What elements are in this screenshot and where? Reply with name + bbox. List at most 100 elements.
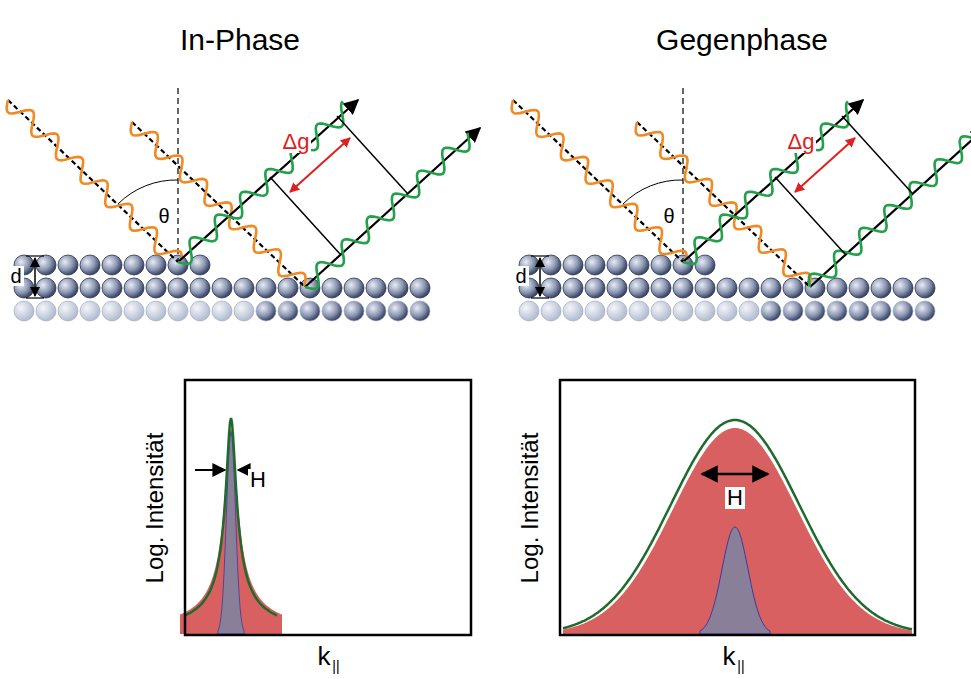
atom (344, 278, 364, 298)
atom (827, 301, 847, 321)
atom (14, 301, 34, 321)
atom (607, 301, 627, 321)
atom (124, 301, 144, 321)
atom (366, 301, 386, 321)
wave (636, 122, 811, 286)
wavefront-line (775, 177, 845, 254)
surface-normal (682, 88, 683, 262)
atom (915, 301, 935, 321)
axis-subscript: || (332, 659, 339, 673)
path-difference-label: Δg (281, 131, 312, 153)
atom (739, 301, 759, 321)
atom (256, 278, 276, 298)
atom (410, 278, 430, 298)
width-arrow (702, 473, 768, 476)
angle-arc (623, 180, 683, 204)
peak-outline (563, 420, 912, 629)
atom (827, 278, 847, 298)
atom (278, 278, 298, 298)
wave (178, 101, 343, 264)
atom (585, 255, 605, 275)
wave (683, 101, 848, 264)
atom (80, 301, 100, 321)
atom (168, 278, 188, 298)
atom (102, 301, 122, 321)
atom (278, 301, 298, 321)
atom (673, 278, 693, 298)
atom (607, 278, 627, 298)
atom (695, 255, 715, 275)
atom (563, 255, 583, 275)
atom (234, 301, 254, 321)
spacing-tick (26, 297, 44, 298)
atom (783, 301, 803, 321)
atom (102, 255, 122, 275)
atom (146, 255, 166, 275)
atom (388, 278, 408, 298)
atom (322, 301, 342, 321)
atom (629, 301, 649, 321)
atom (234, 278, 254, 298)
atom (190, 255, 210, 275)
atom (563, 301, 583, 321)
atom (102, 278, 122, 298)
atom (607, 255, 627, 275)
atom (783, 278, 803, 298)
atom (58, 301, 78, 321)
atom (146, 278, 166, 298)
atom (410, 301, 430, 321)
atom (871, 301, 891, 321)
spacing-label: d (8, 266, 23, 286)
panel-title: Gegenphase (656, 25, 828, 55)
atom (541, 301, 561, 321)
atom (849, 301, 869, 321)
atom (893, 278, 913, 298)
spacing-label: d (513, 266, 528, 286)
spacing-tick (531, 297, 549, 298)
atom (651, 278, 671, 298)
atom (344, 301, 364, 321)
atom (871, 278, 891, 298)
axis-label: k (318, 643, 331, 669)
graph-frame (185, 380, 471, 635)
atom (190, 278, 210, 298)
atom (256, 301, 276, 321)
wavefront-line (270, 177, 340, 254)
atom (717, 278, 737, 298)
spacing-arrow (34, 258, 36, 296)
atom (585, 301, 605, 321)
central-peak (700, 527, 770, 634)
atom (761, 278, 781, 298)
atom (651, 255, 671, 275)
spacing-tick (531, 255, 549, 256)
atom (541, 255, 561, 275)
atom (849, 278, 869, 298)
width-arrow (195, 469, 225, 471)
reflected-beam (683, 100, 863, 262)
spacing-tick (26, 255, 44, 256)
atom (695, 301, 715, 321)
angle-label: θ (156, 206, 171, 226)
wave (131, 122, 306, 286)
atom (80, 255, 100, 275)
wave (7, 100, 182, 257)
atom (212, 301, 232, 321)
atom (651, 301, 671, 321)
reflected-beam (178, 100, 358, 262)
peak-outline (185, 418, 277, 615)
graph-frame (560, 380, 915, 635)
angle-label: θ (661, 206, 676, 226)
atom (585, 278, 605, 298)
atom (168, 301, 188, 321)
atom (190, 301, 210, 321)
atom (915, 278, 935, 298)
panel-title: In-Phase (180, 25, 300, 55)
atom (300, 301, 320, 321)
atom (124, 278, 144, 298)
atom (36, 301, 56, 321)
axis-label: Log. Intensität (143, 433, 167, 584)
atom (629, 278, 649, 298)
peak-fill (180, 428, 282, 634)
wavefront-line (337, 116, 407, 193)
atom (388, 301, 408, 321)
